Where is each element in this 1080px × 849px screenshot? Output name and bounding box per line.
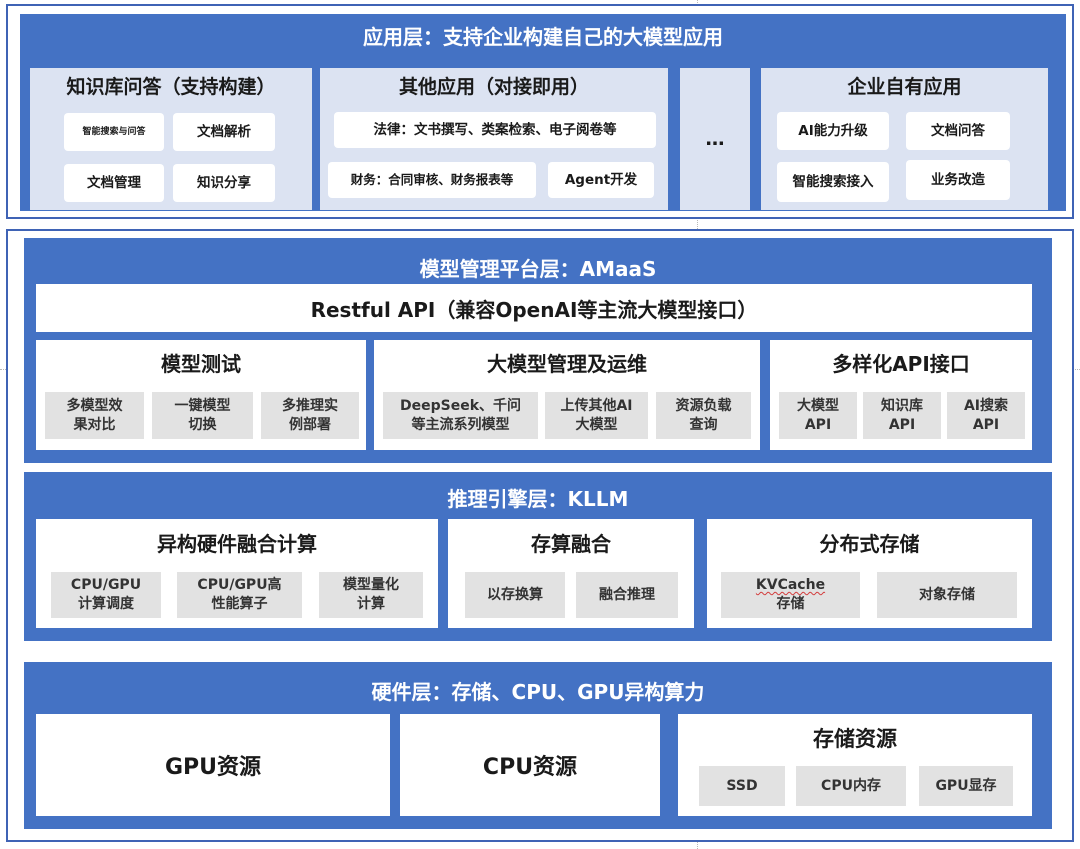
hetero-compute-panel: 异构硬件融合计算 CPU/GPU 计算调度 CPU/GPU高 性能算子 模型量化…: [36, 519, 438, 628]
diverse-api-title: 多样化API接口: [832, 352, 970, 376]
storage-chip-object: 对象存储: [877, 572, 1017, 618]
hetero-chip-quant: 模型量化 计算: [319, 572, 423, 618]
ellipsis-text: …: [705, 128, 725, 150]
test-chip-compare: 多模型效 果对比: [45, 392, 144, 439]
restful-api-text: Restful API（兼容OpenAI等主流大模型接口）: [310, 297, 758, 322]
enterprise-apps-panel: 企业自有应用 AI能力升级 文档问答 智能搜索接入 业务改造: [761, 68, 1048, 210]
fusion-chip-infer: 融合推理: [576, 572, 678, 618]
kb-chip-doc-parse: 文档解析: [173, 113, 275, 151]
kb-panel: 知识库问答（支持构建） 智能搜索与问答 文档解析 文档管理 知识分享: [30, 68, 312, 210]
model-test-panel: 模型测试 多模型效 果对比 一键模型 切换 多推理实 例部署: [36, 340, 366, 450]
hetero-chip-operator: CPU/GPU高 性能算子: [177, 572, 302, 618]
kvcache-label: KVCache: [755, 577, 826, 593]
restful-api-banner: Restful API（兼容OpenAI等主流大模型接口）: [36, 284, 1032, 332]
distributed-storage-panel: 分布式存储 KVCache 存储 对象存储: [707, 519, 1032, 628]
other-apps-panel: 其他应用（对接即用） 法律：文书撰写、类案检索、电子阅卷等 财务：合同审核、财务…: [320, 68, 668, 210]
ellipsis-panel: …: [680, 68, 750, 210]
test-chip-deploy: 多推理实 例部署: [261, 392, 359, 439]
platform-layer: 模型管理平台层：AMaaS Restful API（兼容OpenAI等主流大模型…: [24, 238, 1052, 463]
api-chip-llm: 大模型 API: [779, 392, 857, 439]
hw-chip-gpu-memory: GPU显存: [919, 766, 1013, 806]
diverse-api-panel: 多样化API接口 大模型 API 知识库 API AI搜索 API: [770, 340, 1032, 450]
distributed-storage-title: 分布式存储: [819, 532, 920, 556]
app-layer-title: 应用层：支持企业构建自己的大模型应用: [363, 25, 723, 49]
kb-chip-knowledge-share: 知识分享: [173, 164, 275, 202]
platform-layer-title: 模型管理平台层：AMaaS: [419, 257, 657, 281]
other-chip-finance: 财务：合同审核、财务报表等: [328, 162, 536, 198]
gpu-resource-box: GPU资源: [36, 714, 390, 816]
model-mgmt-panel: 大模型管理及运维 DeepSeek、千问 等主流系列模型 上传其他AI 大模型 …: [374, 340, 760, 450]
hardware-layer-title: 硬件层：存储、CPU、GPU异构算力: [371, 680, 705, 704]
fusion-chip-trade: 以存换算: [465, 572, 565, 618]
other-chip-legal: 法律：文书撰写、类案检索、电子阅卷等: [334, 112, 656, 148]
storage-resource-title: 存储资源: [813, 727, 897, 751]
engine-layer: 推理引擎层：KLLM 异构硬件融合计算 CPU/GPU 计算调度 CPU/GPU…: [24, 472, 1052, 641]
app-layer-frame: 应用层：支持企业构建自己的大模型应用 知识库问答（支持构建） 智能搜索与问答 文…: [6, 4, 1074, 219]
kb-chip-doc-manage: 文档管理: [64, 164, 164, 202]
storage-resource-panel: 存储资源 SSD CPU内存 GPU显存: [678, 714, 1032, 816]
api-chip-kb: 知识库 API: [863, 392, 941, 439]
model-test-title: 模型测试: [161, 352, 241, 376]
kvcache-sub-label: 存储: [776, 596, 805, 612]
storage-compute-fusion-panel: 存算融合 以存换算 融合推理: [448, 519, 694, 628]
storage-chip-kvcache: KVCache 存储: [721, 572, 860, 618]
hardware-layer: 硬件层：存储、CPU、GPU异构算力 GPU资源 CPU资源 存储资源 SSD …: [24, 662, 1052, 829]
hw-chip-ssd: SSD: [699, 766, 785, 806]
other-chip-agent: Agent开发: [548, 162, 654, 198]
kb-chip-smart-search: 智能搜索与问答: [64, 113, 164, 151]
kb-panel-title: 知识库问答（支持构建）: [66, 76, 276, 98]
mgmt-chip-mainstream: DeepSeek、千问 等主流系列模型: [383, 392, 538, 439]
ent-chip-smart-search: 智能搜索接入: [777, 162, 889, 202]
hetero-chip-schedule: CPU/GPU 计算调度: [51, 572, 161, 618]
model-mgmt-title: 大模型管理及运维: [487, 352, 647, 376]
engine-layer-title: 推理引擎层：KLLM: [447, 487, 629, 511]
fusion-title: 存算融合: [531, 532, 611, 556]
app-layer: 应用层：支持企业构建自己的大模型应用 知识库问答（支持构建） 智能搜索与问答 文…: [20, 14, 1066, 211]
mgmt-chip-resource: 资源负载 查询: [656, 392, 751, 439]
enterprise-apps-title: 企业自有应用: [847, 76, 962, 98]
cpu-resource-box: CPU资源: [400, 714, 660, 816]
ent-chip-ai-upgrade: AI能力升级: [777, 112, 889, 150]
hw-chip-cpu-memory: CPU内存: [796, 766, 906, 806]
ent-chip-biz-reform: 业务改造: [906, 160, 1010, 200]
api-chip-search: AI搜索 API: [947, 392, 1025, 439]
hetero-compute-title: 异构硬件融合计算: [157, 532, 317, 556]
ent-chip-doc-qa: 文档问答: [906, 112, 1010, 150]
other-apps-title: 其他应用（对接即用）: [398, 76, 589, 98]
mgmt-chip-upload: 上传其他AI 大模型: [545, 392, 648, 439]
test-chip-switch: 一键模型 切换: [152, 392, 253, 439]
